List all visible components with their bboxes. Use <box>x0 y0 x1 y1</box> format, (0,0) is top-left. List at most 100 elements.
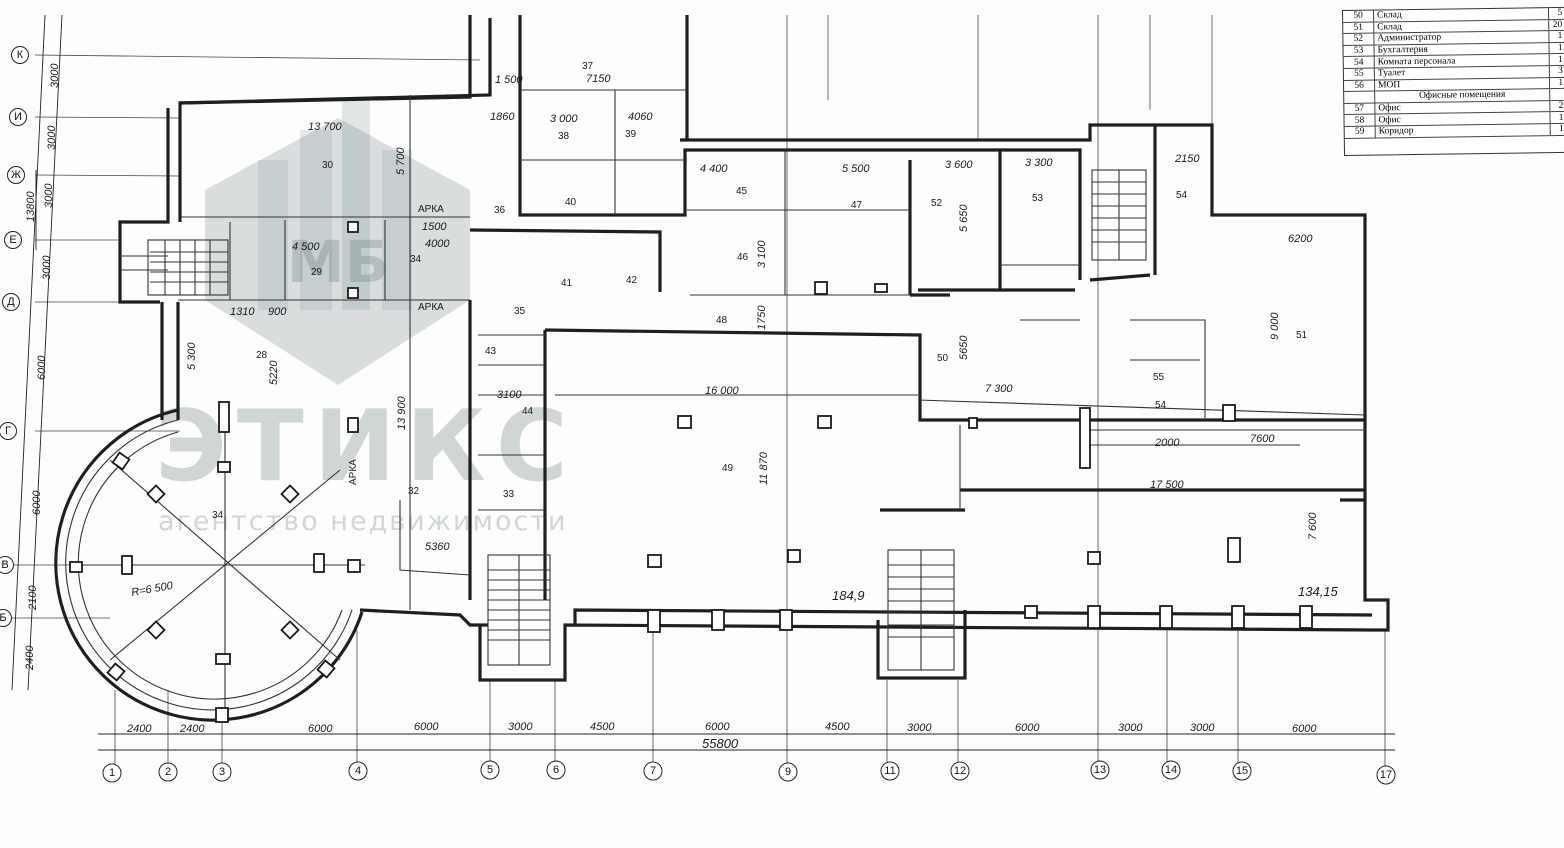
axis-marker-В: В <box>0 556 14 574</box>
svg-text:5 700: 5 700 <box>395 147 407 175</box>
svg-text:11 870: 11 870 <box>758 451 770 485</box>
svg-text:16 000: 16 000 <box>705 385 740 397</box>
svg-text:3100: 3100 <box>497 389 522 401</box>
svg-text:30: 30 <box>322 160 334 171</box>
svg-text:5360: 5360 <box>425 541 450 553</box>
svg-text:АРКА: АРКА <box>418 204 444 215</box>
svg-text:2400: 2400 <box>126 723 152 735</box>
svg-text:АРКА: АРКА <box>348 459 359 485</box>
svg-text:2000: 2000 <box>1154 437 1180 449</box>
svg-text:45: 45 <box>736 186 748 197</box>
svg-text:3 600: 3 600 <box>945 159 973 171</box>
svg-text:3000: 3000 <box>43 183 55 208</box>
svg-text:1: 1 <box>109 767 115 779</box>
svg-text:37: 37 <box>582 61 594 72</box>
svg-text:3000: 3000 <box>41 255 53 280</box>
svg-text:1310: 1310 <box>230 306 255 318</box>
svg-text:41: 41 <box>561 278 573 289</box>
svg-text:И: И <box>14 111 22 123</box>
svg-text:R=6 500: R=6 500 <box>130 580 174 599</box>
stair-bottom-middle <box>887 549 955 671</box>
svg-text:134,15: 134,15 <box>1298 584 1339 599</box>
svg-text:44: 44 <box>522 406 534 417</box>
axis-marker-9: 9 <box>778 762 798 782</box>
left-dimension-labels: 3000 3000 3000 3000 6000 6000 2100 2400 … <box>24 63 61 671</box>
svg-text:17 500: 17 500 <box>1150 479 1185 491</box>
svg-text:Ж: Ж <box>11 169 21 181</box>
svg-text:4500: 4500 <box>825 721 850 733</box>
svg-text:184,9: 184,9 <box>832 588 865 603</box>
svg-text:К: К <box>17 49 24 61</box>
axis-marker-7: 7 <box>643 761 663 781</box>
svg-text:5 300: 5 300 <box>186 342 198 370</box>
axis-marker-3: 3 <box>212 762 232 782</box>
svg-text:1860: 1860 <box>490 111 515 123</box>
axis-marker-11: 11 <box>880 761 900 781</box>
svg-text:3000: 3000 <box>508 721 533 733</box>
svg-text:5220: 5220 <box>268 360 280 385</box>
svg-text:13 900: 13 900 <box>396 395 408 430</box>
svg-text:2400: 2400 <box>24 645 36 671</box>
svg-text:Г: Г <box>5 425 11 437</box>
svg-text:4 400: 4 400 <box>700 163 728 175</box>
svg-text:900: 900 <box>268 306 287 318</box>
svg-text:52: 52 <box>931 198 943 209</box>
axis-marker-6: 6 <box>546 760 566 780</box>
stair-bottom-left <box>487 554 551 666</box>
svg-text:6000: 6000 <box>36 355 48 380</box>
watermark-logo-text: МБ <box>287 228 389 296</box>
svg-text:1500: 1500 <box>422 221 447 233</box>
svg-text:5 500: 5 500 <box>842 163 870 175</box>
svg-text:4500: 4500 <box>590 721 615 733</box>
svg-text:28: 28 <box>256 350 268 361</box>
svg-text:48: 48 <box>716 315 728 326</box>
svg-text:46: 46 <box>737 252 749 263</box>
svg-text:2400: 2400 <box>179 723 205 735</box>
bottom-dimension-labels: 2400 2400 6000 6000 3000 4500 6000 4500 … <box>126 721 1317 751</box>
svg-text:38: 38 <box>558 131 570 142</box>
svg-text:4 500: 4 500 <box>292 241 320 253</box>
svg-text:29: 29 <box>311 267 323 278</box>
svg-text:15: 15 <box>1236 765 1248 777</box>
svg-text:14: 14 <box>1165 764 1177 776</box>
svg-text:32: 32 <box>408 486 420 497</box>
svg-text:Е: Е <box>9 234 16 246</box>
axis-marker-Г: Г <box>0 422 17 440</box>
watermark-tagline: агентство недвижимости <box>158 506 568 537</box>
axis-marker-К: К <box>11 46 29 64</box>
axis-marker-Е: Е <box>4 231 22 249</box>
svg-text:6000: 6000 <box>1292 723 1317 735</box>
svg-text:34: 34 <box>212 510 224 521</box>
svg-text:7600: 7600 <box>1250 433 1275 445</box>
svg-text:34: 34 <box>410 254 422 265</box>
svg-text:3 000: 3 000 <box>550 113 578 125</box>
svg-text:11: 11 <box>884 765 895 777</box>
svg-text:6000: 6000 <box>1015 722 1040 734</box>
svg-text:1750: 1750 <box>756 305 768 330</box>
axis-marker-Д: Д <box>2 293 20 311</box>
svg-text:3: 3 <box>219 766 225 778</box>
watermark-logo: МБ <box>205 100 470 385</box>
svg-text:2100: 2100 <box>27 585 39 611</box>
svg-text:17: 17 <box>1380 769 1392 781</box>
svg-text:5650: 5650 <box>958 335 970 360</box>
stair-top-right <box>1091 169 1147 261</box>
svg-text:3000: 3000 <box>1118 722 1143 734</box>
svg-text:4000: 4000 <box>425 238 450 250</box>
svg-text:7 300: 7 300 <box>985 383 1013 395</box>
svg-text:9 000: 9 000 <box>1269 312 1281 340</box>
svg-text:40: 40 <box>565 197 577 208</box>
svg-text:42: 42 <box>626 275 638 286</box>
svg-text:43: 43 <box>485 346 497 357</box>
axis-marker-17: 17 <box>1376 765 1396 785</box>
axis-marker-Ж: Ж <box>7 166 25 184</box>
axis-marker-Б: Б <box>0 609 12 627</box>
bottom-dimension-chain <box>98 733 1395 751</box>
svg-text:3000: 3000 <box>49 63 61 88</box>
svg-text:1 500: 1 500 <box>495 74 523 86</box>
columns <box>69 221 1313 723</box>
svg-text:6000: 6000 <box>705 721 730 733</box>
axis-marker-15: 15 <box>1232 761 1252 781</box>
svg-text:54: 54 <box>1176 190 1188 201</box>
